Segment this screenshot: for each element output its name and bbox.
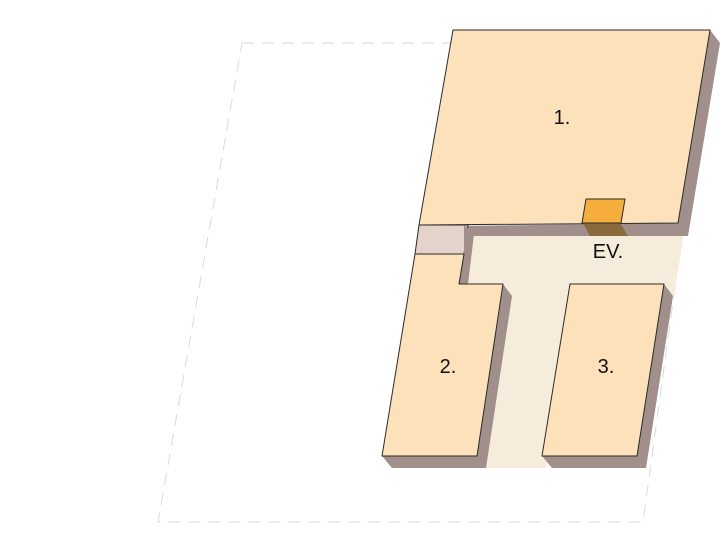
stair-shadow bbox=[459, 225, 474, 284]
stair-landing bbox=[414, 224, 469, 255]
room-3 bbox=[541, 283, 665, 457]
room-3-label: 3. bbox=[598, 356, 615, 378]
elevator-shadow bbox=[583, 223, 628, 236]
elevator-label: EV. bbox=[593, 241, 623, 263]
room-1 bbox=[418, 29, 711, 226]
room-2-label: 2. bbox=[440, 356, 457, 378]
room-2 bbox=[381, 253, 504, 457]
room-1-label: 1. bbox=[554, 107, 571, 129]
elevator bbox=[581, 198, 626, 224]
